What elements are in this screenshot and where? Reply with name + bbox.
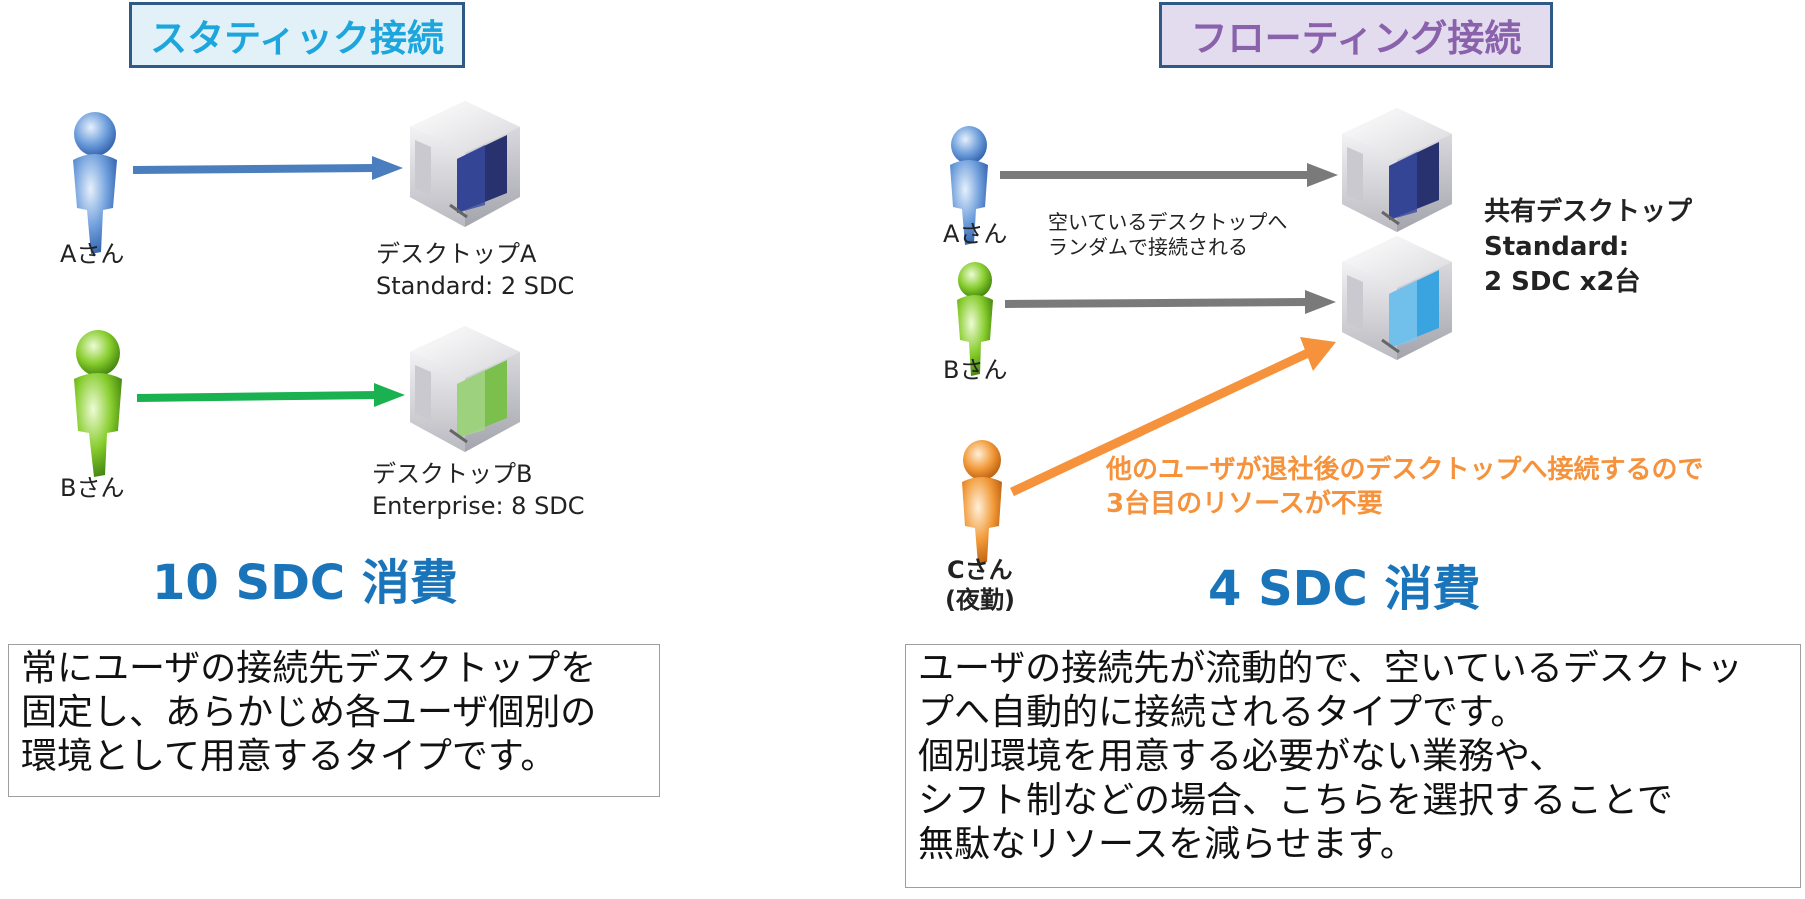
user-b-label: Bさん — [60, 474, 125, 502]
arrow-floating-a — [1000, 163, 1338, 187]
shared-desktop-1-icon — [1342, 108, 1452, 232]
static-connection-title: スタティック接続 — [129, 2, 465, 68]
user-a-label: Aさん — [60, 240, 125, 268]
desktop-b-spec: Enterprise: 8 SDC — [372, 492, 585, 520]
floating-consumption: 4 SDC 消費 — [1208, 561, 1481, 617]
static-description-line-3: 環境として用意するタイプです。 — [21, 736, 557, 777]
floating-description-line-4: シフト制などの場合、こちらを選択することで — [918, 780, 1673, 821]
random-connection-note-line-1: 空いているデスクトップへ — [1048, 210, 1288, 234]
floating-user-a-label: Aさん — [943, 220, 1008, 248]
floating-user-b-label: Bさん — [943, 356, 1008, 384]
static-description-line-2: 固定し、あらかじめ各ユーザ個別の — [21, 692, 597, 733]
floating-user-c-icon — [962, 440, 1002, 564]
desktop-a-name: デスクトップA — [376, 240, 537, 268]
shared-desktop-label-line-2: Standard: — [1484, 232, 1630, 262]
arrow-floating-b — [1004, 290, 1336, 314]
floating-user-c-note: (夜勤) — [945, 586, 1015, 614]
floating-description: ユーザの接続先が流動的で、空いているデスクトッ プへ自動的に接続されるタイプです… — [905, 644, 1801, 888]
static-description-line-1: 常にユーザの接続先デスクトップを — [21, 648, 597, 689]
user-b-icon — [74, 330, 122, 477]
shared-desktop-2-icon — [1342, 236, 1452, 360]
floating-user-c-label: Cさん — [947, 556, 1013, 584]
random-connection-note-line-2: ランダムで接続される — [1048, 235, 1248, 259]
desktop-b-icon — [410, 326, 520, 452]
floating-description-line-2: プへ自動的に接続されるタイプです。 — [918, 692, 1527, 733]
floating-description-line-3: 個別環境を用意する必要がない業務や、 — [918, 736, 1565, 777]
arrow-b-to-desktop-b — [136, 383, 405, 407]
other-user-note-line-1: 他のユーザが退社後のデスクトップへ接続するので — [1106, 455, 1704, 485]
shared-desktop-label-line-3: 2 SDC x2台 — [1484, 267, 1641, 297]
shared-desktop-label-line-1: 共有デスクトップ — [1484, 197, 1693, 227]
other-user-note-line-2: 3台目のリソースが不要 — [1106, 489, 1383, 519]
floating-user-b-icon — [957, 262, 993, 376]
desktop-b-name: デスクトップB — [372, 460, 533, 488]
floating-user-a-icon — [950, 126, 988, 245]
static-consumption: 10 SDC 消費 — [152, 555, 458, 611]
static-description: 常にユーザの接続先デスクトップを 固定し、あらかじめ各ユーザ個別の 環境として用… — [8, 644, 660, 797]
arrow-floating-c — [1010, 337, 1336, 497]
arrow-a-to-desktop-a — [132, 156, 403, 180]
floating-description-line-1: ユーザの接続先が流動的で、空いているデスクトッ — [918, 648, 1743, 689]
floating-connection-title: フローティング接続 — [1159, 2, 1553, 68]
desktop-a-spec: Standard: 2 SDC — [376, 272, 575, 300]
user-a-icon — [73, 112, 117, 254]
floating-description-line-5: 無駄なリソースを減らせます。 — [918, 824, 1416, 865]
desktop-a-icon — [410, 101, 520, 227]
